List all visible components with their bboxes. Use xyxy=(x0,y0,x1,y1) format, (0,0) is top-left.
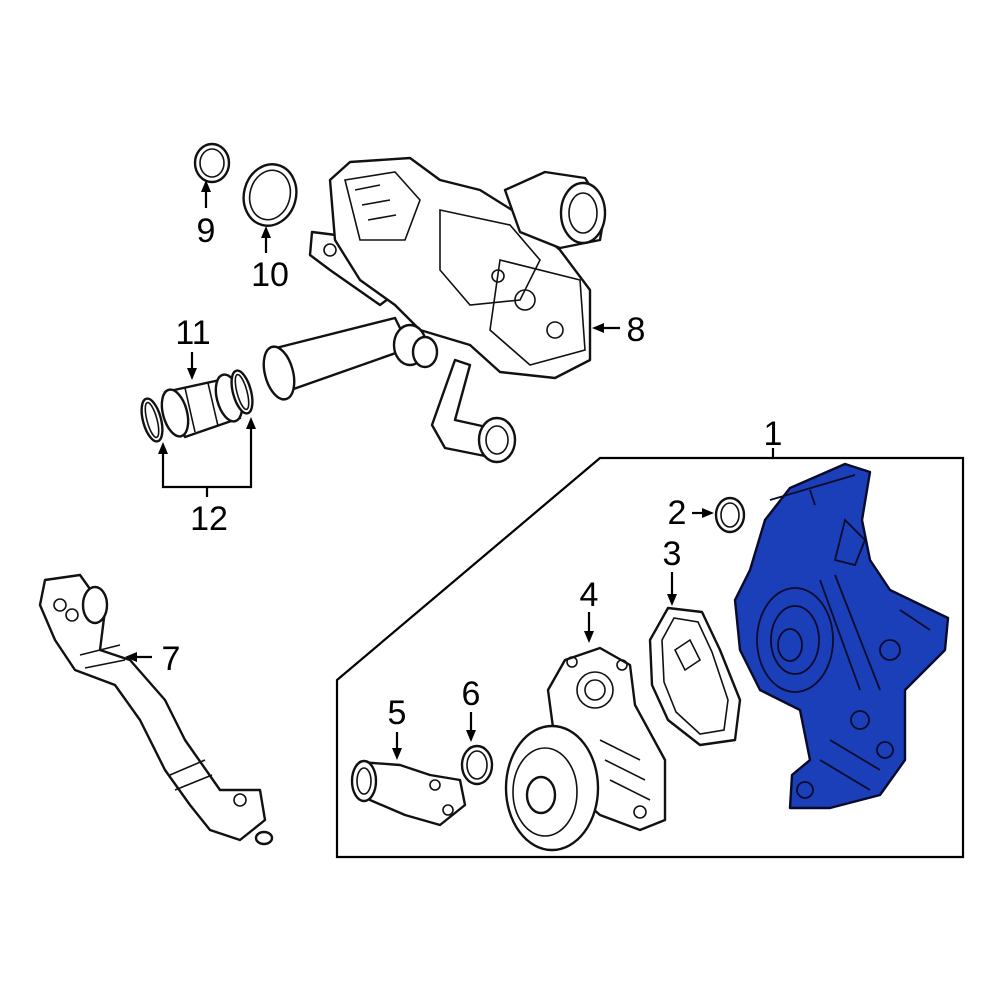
callout-2-label: 2 xyxy=(668,494,687,532)
callout-11-arrowhead xyxy=(187,368,197,380)
callout-3-label: 3 xyxy=(663,535,682,573)
part-4-water-pump[interactable] xyxy=(504,646,667,852)
callout-10-label: 10 xyxy=(251,256,289,294)
callout-7-arrowhead xyxy=(125,652,137,662)
callout-8-label: 8 xyxy=(627,311,646,349)
part-6-o-ring[interactable] xyxy=(460,744,494,786)
part-1-water-pump-housing[interactable] xyxy=(733,462,950,810)
part-5-elbow-fitting[interactable] xyxy=(350,759,467,827)
callout-9-label: 9 xyxy=(197,212,216,250)
callout-4-arrowhead xyxy=(584,631,594,643)
part-8-thermostat-housing[interactable] xyxy=(258,156,607,464)
part-3-gasket[interactable] xyxy=(648,606,742,747)
part-12-o-ring-right[interactable] xyxy=(228,368,257,415)
callout-2-arrowhead xyxy=(702,508,714,518)
callout-5-label: 5 xyxy=(388,694,407,732)
callout-12-arrowhead-left xyxy=(158,442,168,454)
callout-1-label: 1 xyxy=(764,415,783,453)
callout-12-leader xyxy=(161,425,253,497)
callout-12-label: 12 xyxy=(190,500,228,538)
callout-6-label: 6 xyxy=(462,675,481,713)
callout-5-arrowhead xyxy=(392,748,402,760)
callout-3-arrowhead xyxy=(667,594,677,606)
callout-6-arrowhead xyxy=(466,730,476,742)
callout-12-arrowhead-right xyxy=(246,417,256,429)
part-9-seal-ring[interactable] xyxy=(193,142,231,184)
callout-11-label: 11 xyxy=(175,314,210,352)
callout-4-label: 4 xyxy=(580,576,599,614)
callout-9-arrowhead xyxy=(201,180,211,192)
callout-7-label: 7 xyxy=(162,640,181,678)
part-12-o-ring-left[interactable] xyxy=(138,396,167,443)
callout-10-arrowhead xyxy=(261,226,271,238)
callout-8-arrowhead xyxy=(592,323,604,333)
part-2-seal[interactable] xyxy=(714,496,746,534)
part-7-coolant-hose[interactable] xyxy=(38,573,274,846)
assembly-group-frame xyxy=(335,456,965,859)
part-10-seal-ring[interactable] xyxy=(237,158,303,231)
